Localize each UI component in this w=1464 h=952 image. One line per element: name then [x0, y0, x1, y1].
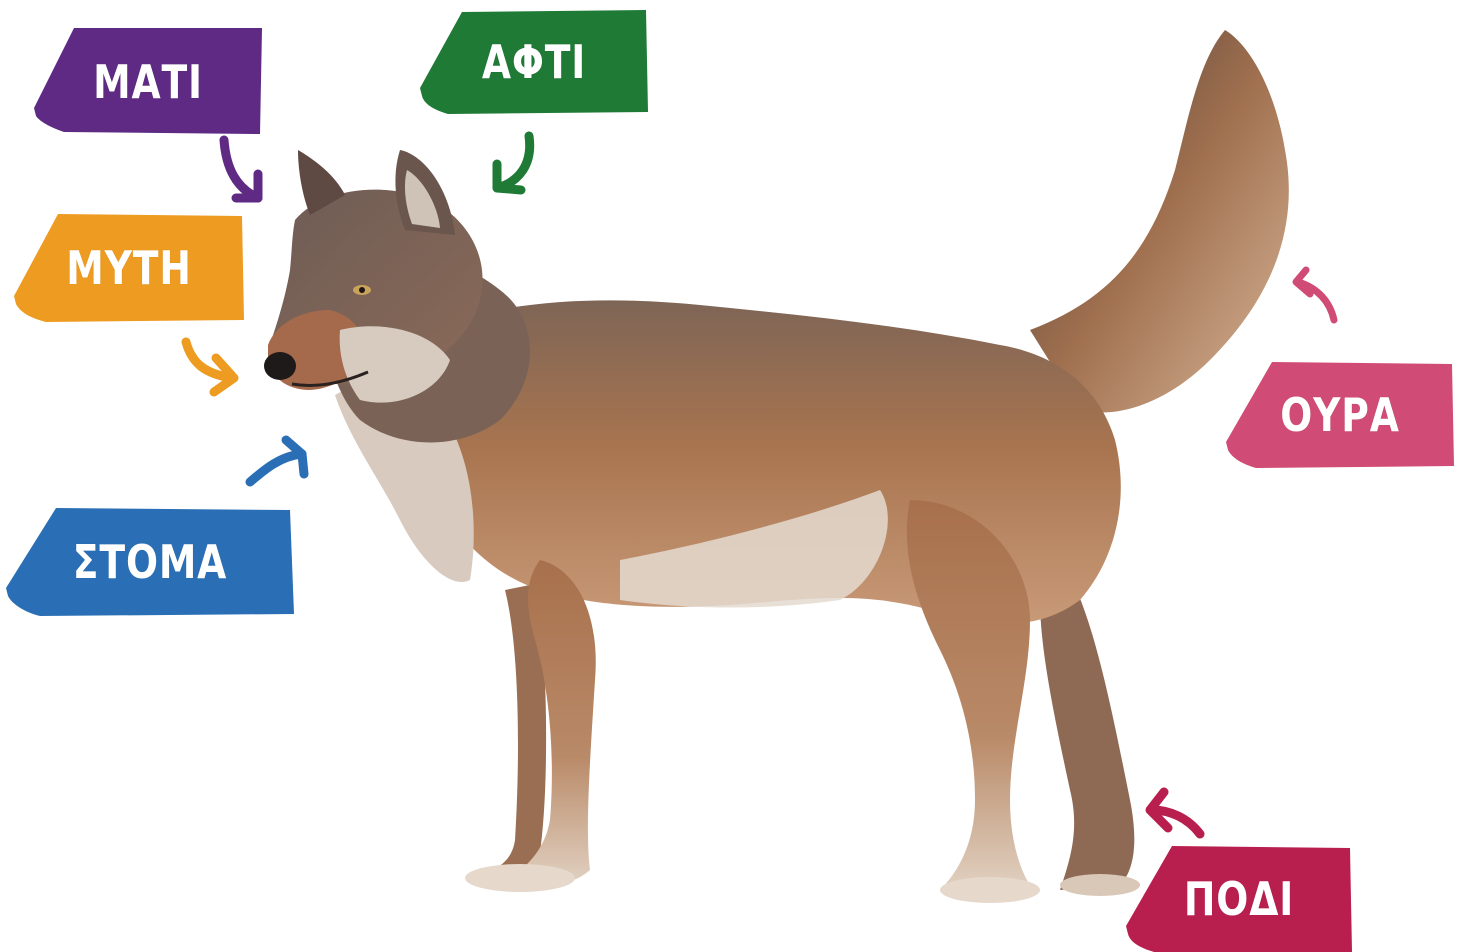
- label-afti: ΑΦΤΙ: [420, 10, 648, 114]
- arrow-afti: [485, 128, 555, 208]
- label-stoma-text: ΣΤΟΜΑ: [32, 508, 268, 616]
- arrow-oura: [1286, 262, 1356, 332]
- label-afti-text: ΑΦΤΙ: [441, 10, 628, 114]
- wolf-nose: [264, 352, 296, 380]
- wolf-tail: [1030, 30, 1289, 413]
- label-myti: ΜΥΤΗ: [14, 214, 244, 322]
- label-mati: ΜΑΤΙ: [34, 28, 262, 136]
- label-podi: ΠΟΔΙ: [1126, 846, 1352, 952]
- label-oura: ΟΥΡΑ: [1226, 362, 1454, 468]
- arrow-myti: [176, 330, 256, 400]
- arrow-podi: [1140, 780, 1220, 850]
- wolf-near-hind-leg: [907, 500, 1030, 895]
- label-podi-text: ΠΟΔΙ: [1146, 846, 1331, 952]
- label-myti-text: ΜΥΤΗ: [35, 214, 224, 322]
- arrow-stoma: [238, 428, 318, 498]
- wolf-hind-paw: [940, 877, 1040, 903]
- label-mati-text: ΜΑΤΙ: [55, 28, 242, 136]
- wolf-front-paw: [465, 864, 575, 892]
- label-stoma: ΣΤΟΜΑ: [6, 508, 294, 616]
- label-oura-text: ΟΥΡΑ: [1247, 362, 1434, 468]
- arrow-mati: [210, 132, 280, 212]
